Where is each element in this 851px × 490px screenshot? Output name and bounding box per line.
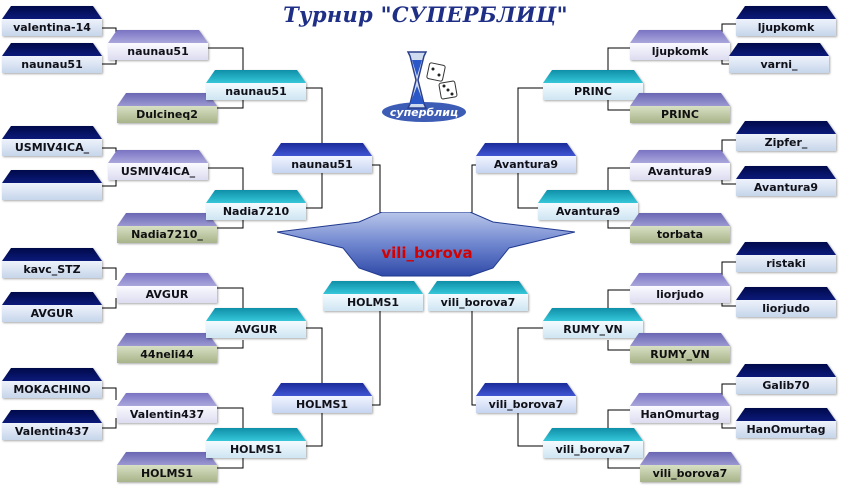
connector-line xyxy=(306,327,323,383)
right-r3-player[interactable]: RUMY_VN xyxy=(543,308,643,338)
connector-line xyxy=(607,340,630,351)
tournament-title: Турнир "СУПЕРБЛИЦ" xyxy=(283,2,568,27)
left-bye-player[interactable]: Nadia7210_ xyxy=(117,213,217,243)
right-r2-player[interactable]: liorjudo xyxy=(630,273,730,303)
right-r1-player[interactable]: Avantura9 xyxy=(736,166,836,196)
connector-line xyxy=(607,167,630,190)
connector-line xyxy=(102,298,117,309)
right-r1-player[interactable]: Galib70 xyxy=(736,364,836,394)
connector-line xyxy=(217,220,244,229)
connector-line xyxy=(372,282,381,406)
connector-line xyxy=(607,47,630,70)
connector-line xyxy=(306,173,323,209)
left-r1-player[interactable]: naunau51 xyxy=(2,43,102,73)
connector-line xyxy=(517,413,543,447)
connector-line xyxy=(372,164,381,226)
connector-line xyxy=(471,282,476,406)
connector-line xyxy=(607,458,640,469)
left-r3-player[interactable]: Nadia7210 xyxy=(206,190,306,220)
connector-line xyxy=(306,87,323,143)
left-bye-player[interactable]: Dulcineq2 xyxy=(117,93,217,123)
connector-line xyxy=(471,164,476,226)
connector-line xyxy=(607,409,630,428)
left-r4-player[interactable]: HOLMS1 xyxy=(272,383,372,413)
connector-line xyxy=(721,261,736,280)
right-r1-player[interactable]: ristaki xyxy=(736,242,836,272)
logo-text: суперблиц xyxy=(390,106,458,119)
left-r1-player[interactable]: Valentin437 xyxy=(2,410,102,440)
connector-line xyxy=(217,340,244,349)
right-r4-player[interactable]: vili_borova7 xyxy=(476,383,576,413)
connector-line xyxy=(208,167,244,190)
connector-line xyxy=(102,267,117,280)
right-r1-player[interactable]: ljupkomk xyxy=(736,6,836,36)
right-bye-player[interactable]: RUMY_VN xyxy=(630,333,730,363)
connector-line xyxy=(102,387,117,400)
left-r1-player[interactable]: USMIV4ICA_ xyxy=(2,126,102,156)
right-r2-player[interactable]: Avantura9 xyxy=(630,150,730,180)
left-r3-player[interactable]: AVGUR xyxy=(206,308,306,338)
left-r1-player[interactable] xyxy=(2,170,102,200)
right-r4-player[interactable]: Avantura9 xyxy=(476,143,576,173)
right-bye-player[interactable]: torbata xyxy=(630,213,730,243)
connector-line xyxy=(217,458,244,469)
connector-line xyxy=(607,220,630,229)
right-r1-player[interactable]: Zipfer_ xyxy=(736,121,836,151)
left-r2-player[interactable]: USMIV4ICA_ xyxy=(108,150,208,180)
left-bye-player[interactable]: HOLMS1 xyxy=(117,452,217,482)
right-r2-player[interactable]: ljupkomk xyxy=(630,30,730,60)
connector-line xyxy=(217,287,244,308)
left-r1-player[interactable]: kavc_STZ xyxy=(2,248,102,278)
right-r1-player[interactable]: varni_ xyxy=(729,43,829,73)
connector-line xyxy=(517,173,538,209)
connector-line xyxy=(517,87,543,143)
connector-line xyxy=(208,47,244,70)
hourglass-dice-logo-icon: суперблиц xyxy=(378,46,470,128)
right-r3-player[interactable]: vili_borova7 xyxy=(543,428,643,458)
right-r1-player[interactable]: liorjudo xyxy=(736,287,836,317)
right-bye-player[interactable]: PRINC xyxy=(630,93,730,123)
left-r2-player[interactable]: Valentin437 xyxy=(117,393,217,423)
connector-line xyxy=(607,289,630,308)
right-r2-player[interactable]: HanOmurtag xyxy=(630,393,730,423)
left-r1-player[interactable]: valentina-14 xyxy=(2,6,102,36)
connector-line xyxy=(517,327,543,383)
right-finalist[interactable]: vili_borova7 xyxy=(428,281,528,311)
left-r2-player[interactable]: AVGUR xyxy=(117,273,217,303)
left-finalist[interactable]: HOLMS1 xyxy=(323,281,423,311)
left-r3-player[interactable]: HOLMS1 xyxy=(206,428,306,458)
connector-line xyxy=(217,407,244,428)
left-r3-player[interactable]: naunau51 xyxy=(206,70,306,100)
champion-name: vili_borova xyxy=(381,244,473,262)
left-r1-player[interactable]: MOKACHINO xyxy=(2,368,102,398)
champion-banner xyxy=(276,211,576,282)
right-r1-player[interactable]: HanOmurtag xyxy=(736,408,836,438)
connector-line xyxy=(607,100,630,111)
connector-line xyxy=(306,413,323,447)
right-r3-player[interactable]: PRINC xyxy=(543,70,643,100)
left-r4-player[interactable]: naunau51 xyxy=(272,143,372,173)
left-bye-player[interactable]: 44neli44 xyxy=(117,333,217,363)
connector-line xyxy=(102,418,117,429)
left-r2-player[interactable]: naunau51 xyxy=(108,30,208,60)
left-r1-player[interactable]: AVGUR xyxy=(2,292,102,322)
right-r3-player[interactable]: Avantura9 xyxy=(538,190,638,220)
connector-line xyxy=(217,100,244,109)
right-bye-player[interactable]: vili_borova7 xyxy=(640,452,740,482)
